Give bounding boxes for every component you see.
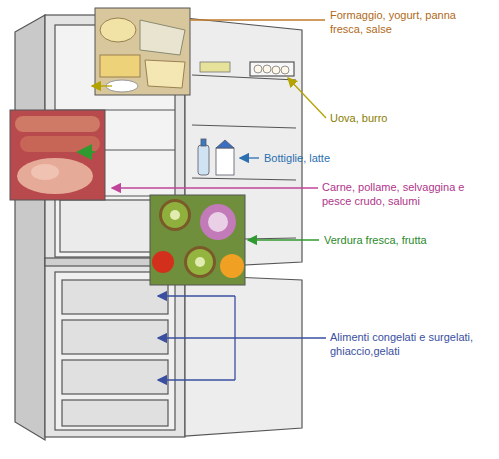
callout-label: Formaggio, yogurt, panna fresca, salse <box>330 8 490 36</box>
fridge-doors <box>250 62 294 76</box>
cheese-photo <box>145 60 185 88</box>
fridge-doors <box>192 178 296 180</box>
meat-photo <box>10 110 105 200</box>
leader-lines <box>190 19 325 20</box>
vegetable-photo <box>208 212 228 232</box>
vegetable-photo <box>195 257 205 267</box>
leader-lines <box>112 187 318 188</box>
fridge-doors <box>192 125 296 128</box>
egg-rack <box>263 65 271 73</box>
cheese-photo <box>95 8 190 95</box>
vegetable-photo <box>170 210 180 220</box>
bottles <box>216 140 234 148</box>
vegetable-photo <box>184 246 216 278</box>
leader-lines <box>248 239 319 240</box>
leader-lines <box>235 337 326 338</box>
meat-photo <box>31 164 59 180</box>
fridge-body <box>62 360 168 394</box>
callout-label: Alimenti congelati e surgelati, ghiaccio… <box>330 330 490 358</box>
vegetable-photo <box>187 249 213 275</box>
fridge-doors <box>185 275 302 436</box>
callout-label: Uova, burro <box>330 111 480 125</box>
vegetable-photo <box>200 204 236 240</box>
leader-lines <box>158 337 235 338</box>
egg-rack <box>281 66 289 74</box>
vegetable-photo <box>159 199 191 231</box>
leader-lines <box>92 85 112 86</box>
cheese-photo <box>95 8 190 95</box>
meat-photo <box>15 116 100 132</box>
bottles <box>198 139 234 175</box>
leader-lines <box>158 295 235 296</box>
fridge-body <box>55 272 175 430</box>
meat-photo <box>10 110 105 200</box>
cheese-photo <box>100 55 140 77</box>
egg-rack <box>272 66 280 74</box>
vegetable-photo <box>162 202 188 228</box>
leader-lines <box>92 20 326 380</box>
egg-rack <box>200 62 230 72</box>
callout-label: Carne, pollame, selvaggina e pesce crudo… <box>322 180 494 208</box>
leader-lines <box>158 379 235 380</box>
fridge-body <box>62 400 168 426</box>
fridge-body <box>15 15 45 440</box>
bottles <box>216 148 234 175</box>
meat-photo <box>20 136 100 152</box>
cheese-photo <box>100 18 136 42</box>
fridge-body <box>62 320 168 354</box>
vegetable-photo <box>150 195 245 285</box>
vegetable-photo <box>220 254 244 278</box>
callout-label: Bottiglie, latte <box>264 151 414 165</box>
egg-rack <box>200 62 289 74</box>
meat-photo <box>17 158 93 194</box>
vegetable-photo <box>150 195 245 285</box>
leader-lines <box>288 78 326 118</box>
leader-lines <box>240 157 259 158</box>
bottles <box>201 139 206 146</box>
cheese-photo <box>140 20 185 55</box>
bottles <box>198 145 209 175</box>
callout-label: Verdura fresca, frutta <box>324 233 489 247</box>
meat-photo <box>78 151 95 153</box>
vegetable-photo <box>152 251 174 273</box>
egg-rack <box>254 65 262 73</box>
